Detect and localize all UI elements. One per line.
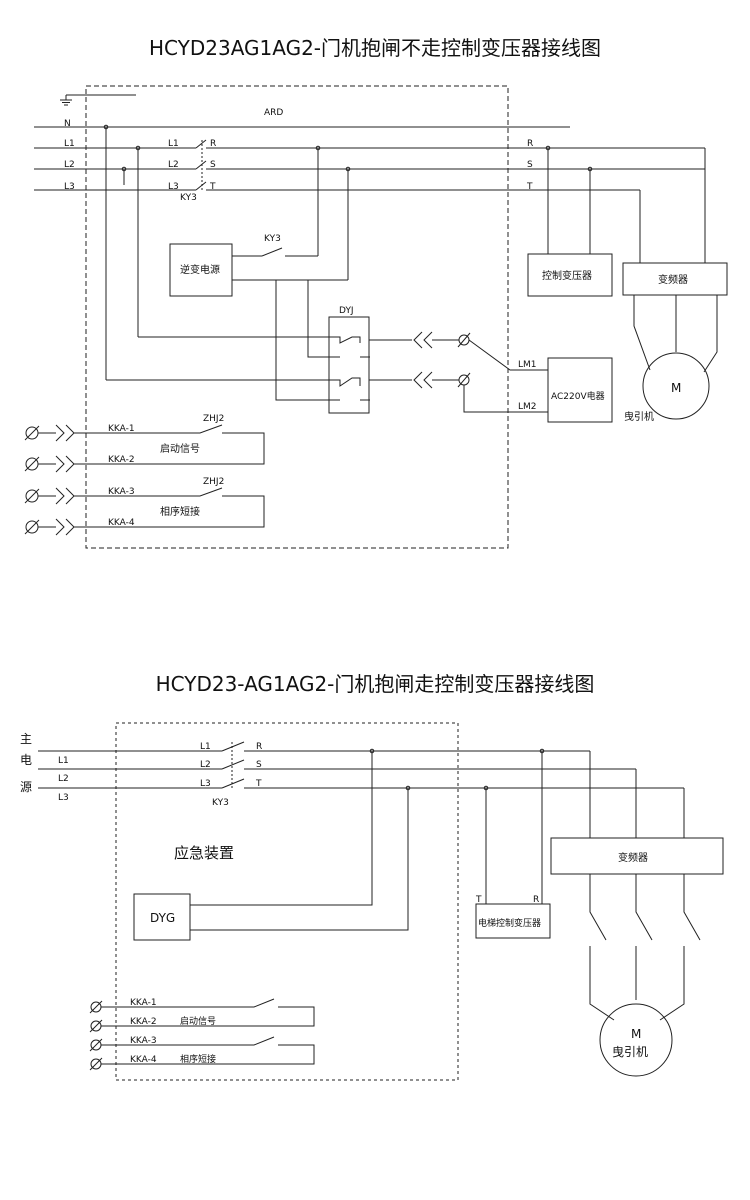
switch-t-label: T [209, 182, 216, 192]
kka4-label: KKA-4 [108, 518, 135, 528]
switch-ky3 [195, 139, 207, 191]
frequency-converter-box [622, 262, 728, 296]
kka-terminals [24, 424, 75, 536]
inverter-label: 逆变电源 [180, 263, 220, 276]
motor2 [599, 1003, 673, 1077]
transformer-t-label: T [475, 895, 482, 905]
motor2-symbol: M [631, 1027, 641, 1041]
out-s-label: S [527, 160, 533, 170]
frequency-converter-label: 变频器 [658, 273, 688, 286]
diagram1-title: HCYD23AG1AG2-门机抱闸不走控制变压器接线图 [148, 36, 602, 60]
diagram2-title: HCYD23-AG1AG2-门机抱闸走控制变压器接线图 [155, 672, 595, 696]
line-l1-label: L1 [64, 139, 75, 149]
zhj2-label-1: ZHJ2 [203, 414, 224, 424]
switch2-l3-label: L3 [200, 779, 211, 789]
kka3-label: KKA-3 [108, 487, 135, 497]
lm2-label: LM2 [518, 402, 537, 412]
control-transformer-label: 控制变压器 [542, 269, 592, 282]
switch-s-label: S [210, 160, 216, 170]
switch2-t-label: T [255, 779, 262, 789]
switch2-l1-label: L1 [200, 742, 211, 752]
emergency-box [115, 722, 459, 1081]
inverter-box [169, 243, 233, 297]
kka2-1-label: KKA-1 [130, 998, 157, 1008]
line2-l2-label: L2 [58, 774, 69, 784]
phase-short2-label: 相序短接 [180, 1053, 216, 1065]
mains-char-2: 电 [20, 753, 32, 767]
ac220-label: AC220V电器 [551, 390, 605, 402]
mains-char-1: 主 [20, 732, 32, 746]
switch2-ky3-label: KY3 [212, 798, 229, 808]
ground-icon [60, 94, 136, 106]
line2-l1-label: L1 [58, 756, 69, 766]
motor-symbol: M [671, 381, 681, 395]
line-l3-label: L3 [64, 182, 75, 192]
transformer-r-label: R [533, 895, 539, 905]
switch-r-label: R [210, 139, 216, 149]
out-r-label: R [527, 139, 533, 149]
switch-l2-label: L2 [168, 160, 179, 170]
out-t-label: T [526, 182, 533, 192]
dyg-label: DYG [150, 911, 175, 925]
diagram2: 主 电 源 L1 L2 L3 L1 L2 L3 R S T KY3 应急装置 D… [20, 722, 724, 1081]
kka2-2-label: KKA-2 [130, 1017, 157, 1027]
zhj2-label-2: ZHJ2 [203, 477, 224, 487]
switch-l3-label: L3 [168, 182, 179, 192]
start-signal-label: 启动信号 [160, 442, 200, 455]
switch-ky3-label: KY3 [180, 193, 197, 203]
kka2-4-label: KKA-4 [130, 1055, 157, 1065]
switch2-s-label: S [256, 760, 262, 770]
phase-short-label: 相序短接 [160, 505, 200, 518]
ard-box [85, 85, 509, 549]
frequency-converter2-box [550, 837, 724, 875]
elevator-transformer-box [475, 903, 551, 939]
line2-l3-label: L3 [58, 793, 69, 803]
motor [642, 352, 710, 420]
emergency-device-label: 应急装置 [174, 844, 234, 862]
start-signal2-label: 启动信号 [180, 1015, 216, 1027]
kka2-label: KKA-2 [108, 455, 135, 465]
switch2-l2-label: L2 [200, 760, 211, 770]
dyg-box [133, 893, 191, 941]
ard-label: ARD [264, 108, 283, 118]
motor2-label: 曳引机 [612, 1045, 648, 1059]
inverter-ky3-label: KY3 [264, 234, 281, 244]
switch2-r-label: R [256, 742, 262, 752]
diagram1: ARD N L1 L2 L3 L1 L2 L3 R S T KY3 R S T [24, 85, 728, 549]
switch-l1-label: L1 [168, 139, 179, 149]
motor-label: 曳引机 [624, 410, 654, 423]
kka2-terminals [89, 1000, 103, 1071]
control-transformer-box [527, 253, 613, 297]
line-n-label: N [64, 119, 71, 129]
relay-dyj-label: DYJ [339, 306, 354, 316]
elevator-transformer-label: 电梯控制变压器 [478, 917, 541, 929]
mains-char-3: 源 [20, 780, 32, 794]
switch2-ky3 [221, 741, 245, 790]
kka2-3-label: KKA-3 [130, 1036, 157, 1046]
relay-dyj [328, 316, 370, 414]
line-l2-label: L2 [64, 160, 75, 170]
frequency-converter2-label: 变频器 [618, 851, 648, 864]
kka1-label: KKA-1 [108, 424, 135, 434]
lm1-label: LM1 [518, 360, 537, 370]
connector-arrow-icon [413, 331, 433, 389]
ac220-box [547, 357, 613, 423]
